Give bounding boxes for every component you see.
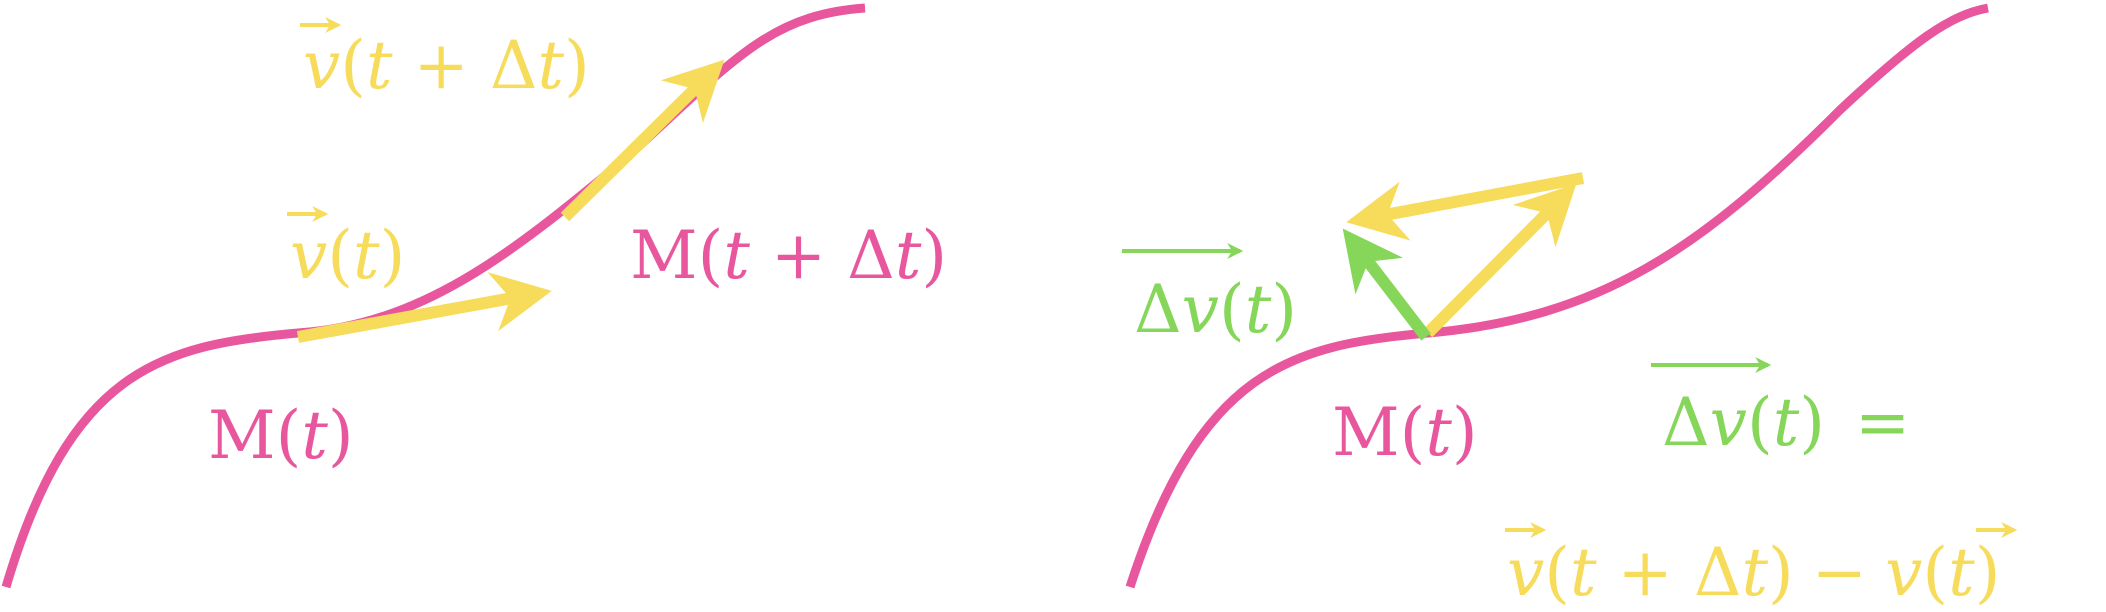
velocity-vector-v-t-dt-translated <box>1346 172 1585 241</box>
velocity-v-t-label: v(t) <box>290 217 405 294</box>
delta-velocity-vector <box>1342 228 1431 341</box>
velocity-vector-v-t <box>296 272 552 343</box>
trajectory-curve-left <box>1 3 866 589</box>
point-m-t-dt-label: M(t + Δt) <box>630 217 947 294</box>
velocity-vector-v-t-dt <box>560 59 725 222</box>
velocity-v-t-dt-label: v(t + Δt) <box>303 27 590 104</box>
velocity-vector-v-t-right <box>1423 183 1577 338</box>
delta-v-label: Δv(t) <box>1134 271 1297 348</box>
equation-lhs: Δv(t)= <box>1662 384 1910 461</box>
point-m-t-label: M(t) <box>208 397 354 474</box>
equation-rhs: v(t + Δt)−v(t) <box>1507 534 2000 611</box>
point-m-t-label-right: M(t) <box>1332 394 1478 471</box>
trajectory-curve-right <box>1125 3 1989 589</box>
